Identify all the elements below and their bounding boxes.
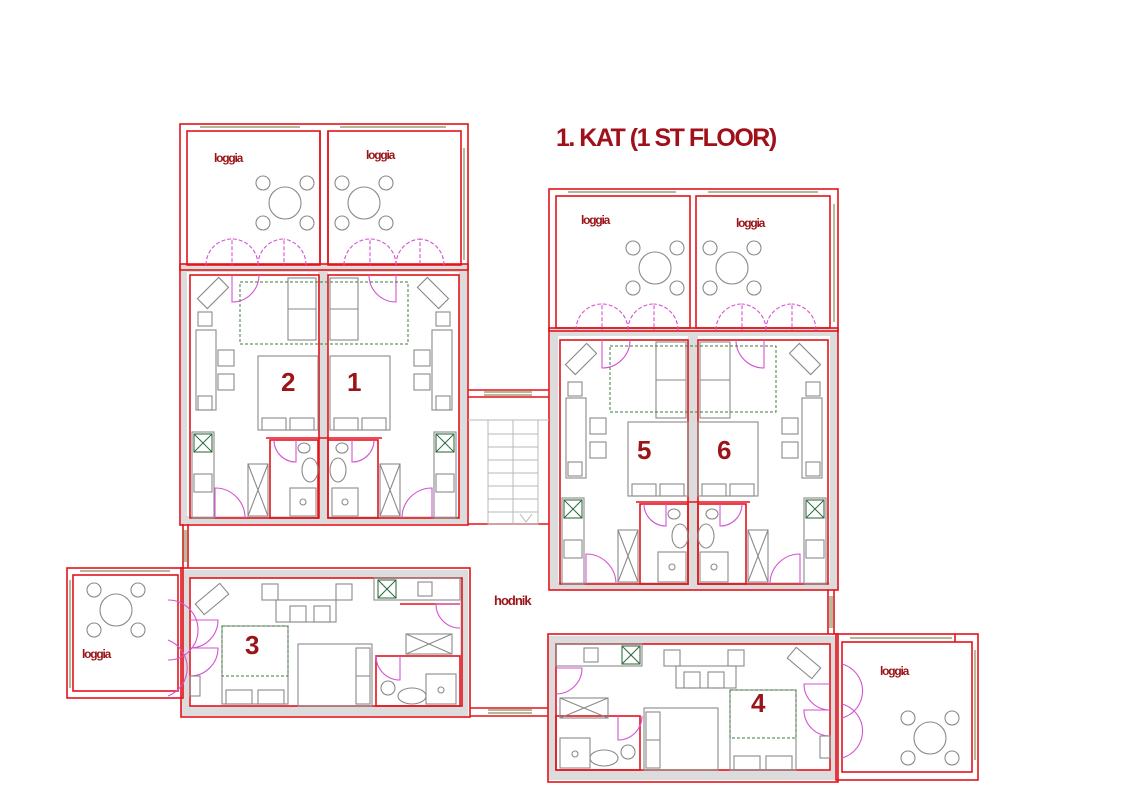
unit-number: 1 — [347, 367, 362, 397]
loggia-label: loggia — [366, 148, 395, 162]
loggia-label: loggia — [82, 647, 111, 661]
staircase — [468, 419, 549, 525]
loggia-table-set — [702, 240, 762, 296]
windows — [69, 126, 976, 760]
unit-number: 5 — [637, 435, 652, 465]
loggia-table-set — [625, 240, 685, 296]
plan-title: 1. KAT (1 ST FLOOR) — [556, 124, 777, 152]
loggia-label: loggia — [736, 216, 765, 230]
loggia-label: loggia — [581, 213, 610, 227]
cooktops — [193, 433, 825, 665]
unit-number: 2 — [281, 367, 296, 397]
unit-number: 6 — [717, 435, 732, 465]
loggia-label: loggia — [214, 151, 243, 165]
loggia-table-set — [86, 582, 146, 638]
corridor-label: hodnik — [494, 593, 532, 608]
walls — [66, 123, 979, 783]
dashed-areas — [221, 281, 797, 739]
furniture — [86, 175, 960, 771]
loggia-table-set — [900, 710, 960, 766]
unit-number: 4 — [751, 688, 766, 718]
unit-number: 3 — [245, 630, 260, 660]
loggia-table-set — [334, 175, 394, 231]
loggia-label: loggia — [880, 664, 909, 678]
doors — [205, 238, 817, 331]
loggia-table-set — [255, 175, 315, 231]
wall-fill — [181, 264, 838, 780]
